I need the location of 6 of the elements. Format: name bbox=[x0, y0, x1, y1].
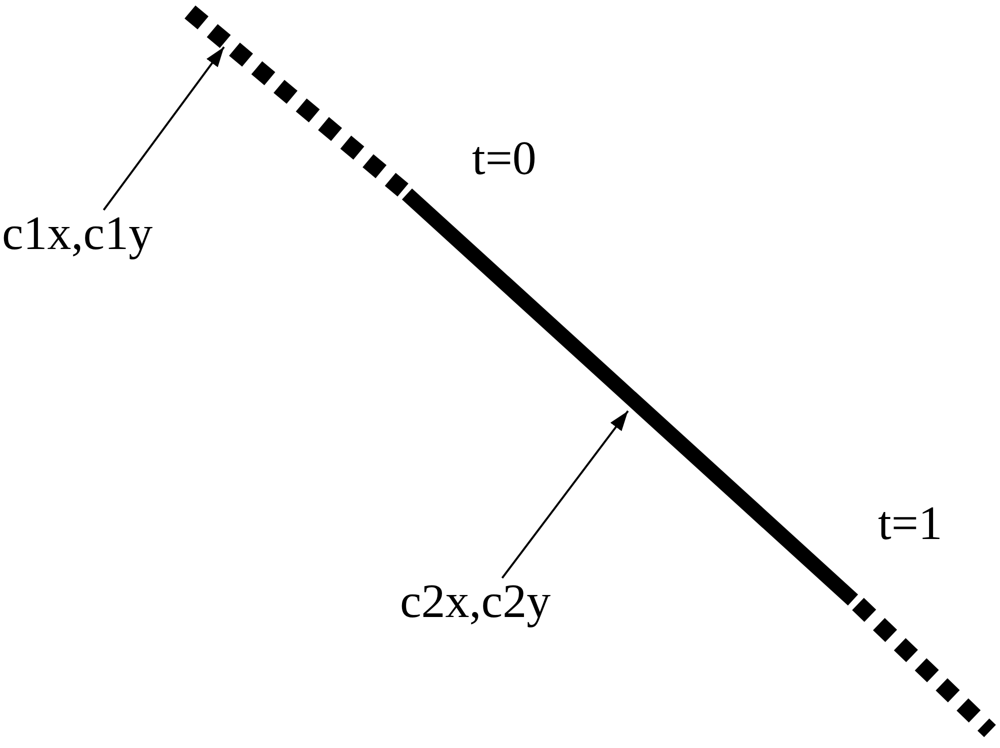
point-label: c1x,c1y bbox=[2, 210, 153, 258]
point-label: c2x,c2y bbox=[400, 578, 551, 626]
arrow bbox=[102, 46, 225, 211]
parameter-label: t=0 bbox=[472, 135, 536, 183]
arrow bbox=[501, 410, 629, 579]
parameter-label: t=1 bbox=[878, 500, 942, 548]
